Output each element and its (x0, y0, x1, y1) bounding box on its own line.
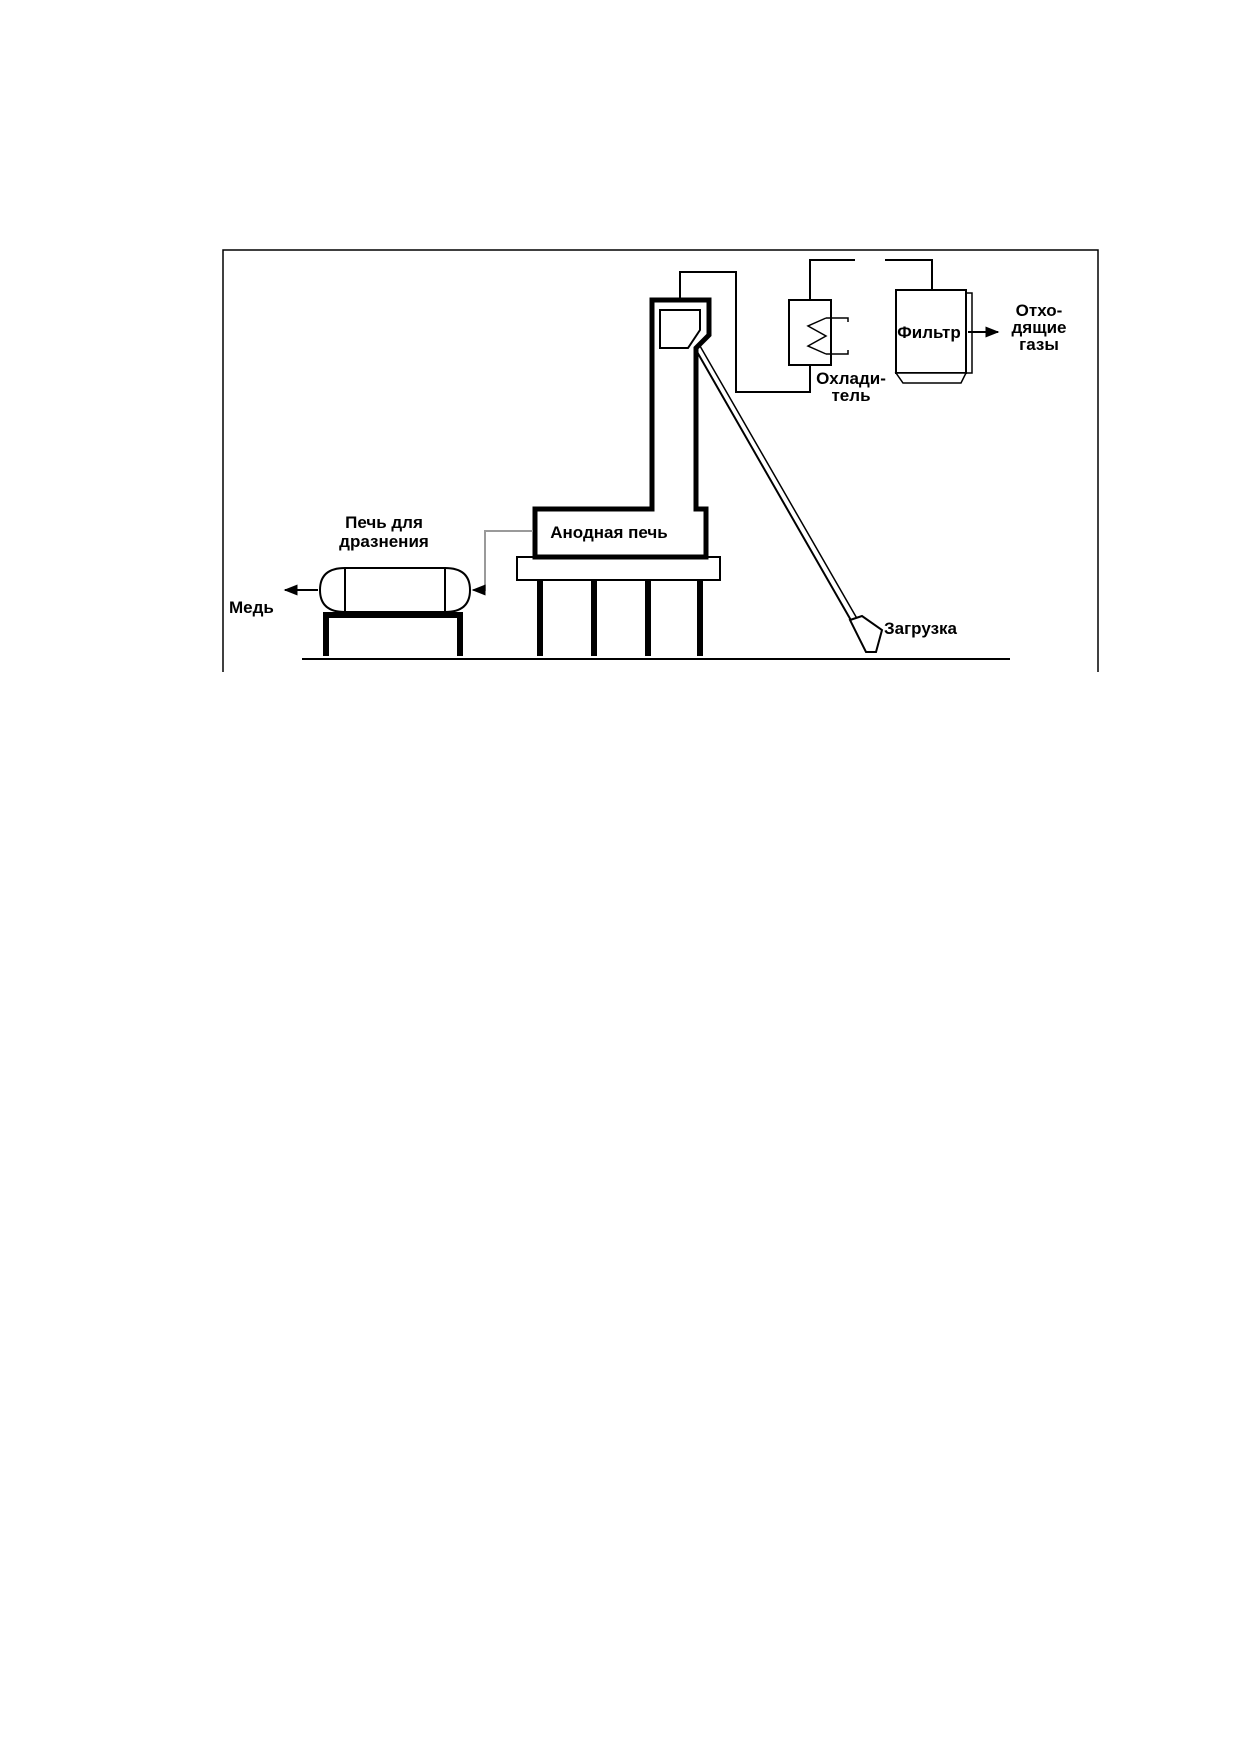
tapping-furnace (318, 567, 472, 613)
label-cooler-line1: Охлади- (816, 369, 886, 388)
label-tapping-furnace-line1: Печь для (345, 513, 423, 532)
filter (894, 289, 973, 384)
label-offgas-line3: газы (1019, 335, 1059, 354)
label-filter: Фильтр (897, 323, 960, 342)
charge-bucket (848, 614, 884, 653)
label-anode-furnace: Анодная печь (550, 523, 667, 542)
label-offgas-line2: дящие (1012, 318, 1067, 337)
cooler (788, 299, 849, 366)
anode-furnace-platform (516, 556, 721, 656)
label-charge: Загрузка (884, 619, 958, 638)
transfer-line (471, 530, 533, 596)
tapping-furnace-stand (323, 612, 463, 656)
anode-furnace (532, 297, 712, 560)
gas-duct (679, 271, 811, 393)
label-offgas-line1: Отхо- (1016, 301, 1063, 320)
label-cooler-line2: тель (831, 386, 870, 405)
figure-frame (222, 249, 1099, 672)
cooler-filter-duct (809, 259, 933, 300)
label-tapping-furnace-line2: дразнения (339, 532, 429, 551)
label-copper: Медь (229, 598, 274, 617)
charge-conveyor (695, 345, 884, 653)
